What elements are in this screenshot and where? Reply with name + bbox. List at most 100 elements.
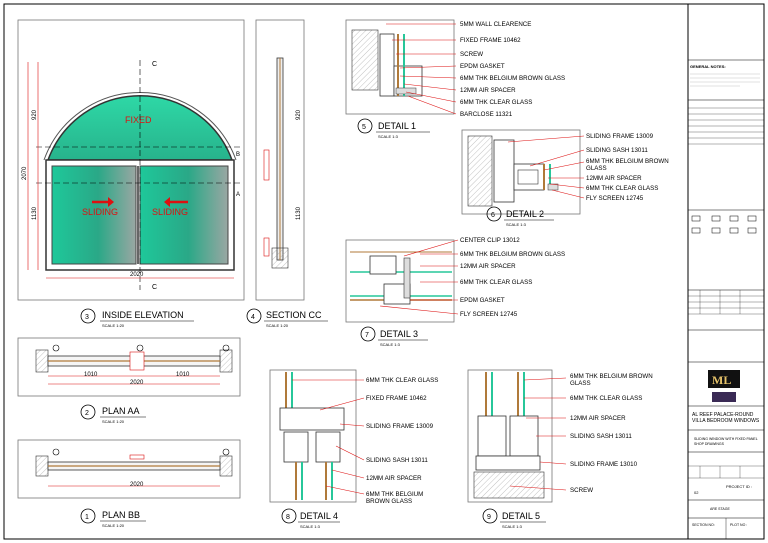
detail2-title: DETAIL 2 [506,209,544,219]
d4-label-1: FIXED FRAME 10462 [366,395,427,402]
detail1-scale: SCALE 1:3 [378,134,399,139]
cc-dim-top: 920 [296,109,302,120]
detail5-num: 9 [487,514,491,521]
section-cc: 920 1130 4 SECTION CC SCALE 1:20 [246,19,328,328]
detail2-scale: SCALE 1:3 [506,222,527,227]
plan-bb-num: 1 [85,514,89,521]
d1-label-5: 12MM AIR SPACER [460,87,516,94]
dim-height: 2070 [22,166,28,180]
inside-elevation: FIXED SLIDING SLIDING C C B A 2070 920 1… [17,19,245,328]
detail-2: SLIDING FRAME 13009 SLIDING SASH 13011 6… [461,129,669,227]
plot-no-label: PLOT NO : [730,523,747,527]
detail5-leaders [509,377,567,491]
d2-label-1: SLIDING SASH 13011 [586,147,648,154]
d5-label-1: GLASS [570,380,591,387]
project-line1: AL REEF PALACE-ROUND [692,412,754,418]
d1-label-4: 6MM THK BELGIUM BROWN GLASS [460,75,565,82]
d1-label-7: BARCLOSE 11321 [460,111,513,118]
d3-label-2: 12MM AIR SPACER [460,263,516,270]
d4-label-5: 6MM THK BELGIUM [366,491,423,498]
dim-lower: 1130 [32,206,38,220]
d5-label-4: SLIDING SASH 13011 [570,433,632,440]
plan-aa-title: PLAN AA [102,406,140,416]
d3-label-3: 6MM THK CLEAR GLASS [460,279,532,286]
section-cc-num: 4 [251,314,255,321]
plan-aa-scale: SCALE 1:20 [102,419,125,424]
right-sliding-panel [139,165,229,265]
plan-bb-dim-total: 2020 [130,482,144,488]
d2-label-0: SLIDING FRAME 13009 [586,133,654,140]
d5-label-6: SCREW [570,487,593,494]
detail-3: CENTER CLIP 13012 6MM THK BELGIUM BROWN … [345,237,565,347]
arrow-right-icon [108,197,114,207]
drawing-line2: SHOP DRAWINGS [694,442,725,446]
detail4-scale: SCALE 1:3 [300,524,321,529]
detail4-num: 8 [286,514,290,521]
d1-label-2: SCREW [460,51,483,58]
cc-dim-bottom: 1130 [296,206,302,220]
d3-label-5: FLY SCREEN 12745 [460,311,518,318]
project-line2: VILLA BEDROOM WINDOWS [692,418,760,424]
d3-label-4: EPDM GASKET [460,297,505,304]
d5-label-3: 12MM AIR SPACER [570,415,626,422]
d4-label-6: BROWN GLASS [366,498,412,505]
detail2-num: 6 [491,212,495,219]
arrow-left-icon [164,197,170,207]
marker-c-top: C [152,61,157,68]
sheet-no: 02 [694,490,699,495]
client-logo [712,392,736,402]
logo-text: ML [712,373,731,387]
plan-aa-dim-total: 2020 [130,380,144,386]
detail-1: 5MM WALL CLEARENCE FIXED FRAME 10462 SCR… [345,19,565,139]
d2-label-6: FLY SCREEN 12745 [586,195,644,202]
left-sliding-panel [51,165,137,265]
plan-bb-title: PLAN BB [102,510,140,520]
d3-label-1: 6MM THK BELGIUM BROWN GLASS [460,251,565,258]
plan-aa-dim-right: 1010 [176,372,190,378]
d2-label-4: 12MM AIR SPACER [586,175,642,182]
elevation-scale: SCALE 1:20 [102,323,125,328]
detail-4: 6MM THK CLEAR GLASS FIXED FRAME 10462 SL… [269,369,438,529]
detail4-title: DETAIL 4 [300,511,338,521]
dim-arch: 920 [32,109,38,120]
detail3-num: 7 [365,332,369,339]
plan-aa-num: 2 [85,410,89,417]
sliding-left-label: SLIDING [82,207,118,217]
d2-label-3: GLASS [586,165,607,172]
plan-aa: 1010 1010 2020 2 PLAN AA SCALE 1:20 [17,337,241,424]
detail3-scale: SCALE 1:3 [380,342,401,347]
d4-label-3: SLIDING SASH 13011 [366,457,428,464]
notes-heading: GENERAL NOTES: [690,64,726,69]
d5-label-2: 6MM THK CLEAR GLASS [570,395,642,402]
company-logo [708,370,740,388]
plan-aa-dim-left: 1010 [84,372,98,378]
detail5-scale: SCALE 1:3 [502,524,523,529]
d4-label-0: 6MM THK CLEAR GLASS [366,377,438,384]
drawing-line1: SLIDING WINDOW WITH FIXED PANEL [694,437,758,441]
fixed-label: FIXED [125,115,152,125]
d1-label-1: FIXED FRAME 10462 [460,37,521,44]
d1-label-3: EPDM GASKET [460,63,505,70]
plan-bb: 2020 1 PLAN BB SCALE 1:20 [17,439,241,528]
detail5-title: DETAIL 5 [502,511,540,521]
marker-b: B [236,152,240,158]
d1-label-6: 6MM THK CLEAR GLASS [460,99,532,106]
plan-bb-scale: SCALE 1:20 [102,523,125,528]
detail4-leaders [292,379,365,495]
detail-5: 6MM THK BELGIUM BROWN GLASS 6MM THK CLEA… [467,369,653,529]
dim-width: 2020 [130,272,144,278]
detail3-title: DETAIL 3 [380,329,418,339]
d4-label-4: 12MM AIR SPACER [366,475,422,482]
section-cc-title: SECTION CC [266,310,322,320]
d5-label-0: 6MM THK BELGIUM BROWN [570,373,653,380]
detail1-title: DETAIL 1 [378,121,416,131]
marker-c-bottom: C [152,284,157,291]
d3-label-0: CENTER CLIP 13012 [460,237,520,244]
title-block: GENERAL NOTES: [687,3,765,540]
detail3-leaders [379,239,459,315]
project-no-label: PROJECT ID : [726,484,752,489]
detail1-leaders [386,23,457,115]
detail1-num: 5 [362,124,366,131]
elevation-title: INSIDE ELEVATION [102,310,184,320]
